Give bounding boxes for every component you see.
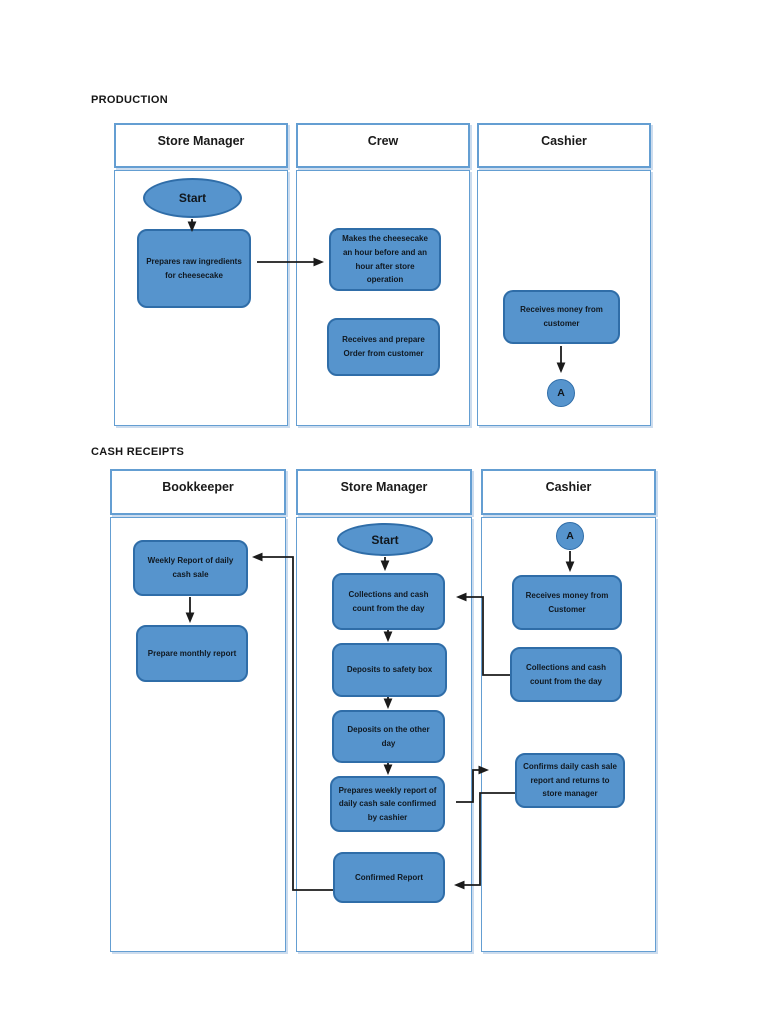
node-label: Deposits on the other day xyxy=(347,724,430,748)
node-label: A xyxy=(566,530,574,542)
lane-label: Cashier xyxy=(545,480,592,494)
production-node-receives-money: Receives money from customer xyxy=(503,290,620,344)
node-label: Confirms daily cash sale report and retu… xyxy=(523,762,617,799)
node-label: A xyxy=(557,387,565,399)
cr-node-collections-cashier: Collections and cash count from the day xyxy=(510,647,622,702)
node-label: Prepare monthly report xyxy=(147,648,237,658)
cr-node-prepare-monthly: Prepare monthly report xyxy=(136,625,248,682)
node-label: Prepares raw ingredients for cheesecake xyxy=(146,256,242,280)
production-node-receives-order: Receives and prepare Order from customer xyxy=(327,318,440,376)
production-offpage-connector-a: A xyxy=(547,379,575,407)
lane-label: Cashier xyxy=(541,134,587,148)
node-label: Deposits to safety box xyxy=(346,665,433,675)
lane-label: Bookkeeper xyxy=(162,480,234,494)
production-lane-body-crew xyxy=(296,170,470,426)
production-lane-header-cashier: Cashier xyxy=(477,123,651,168)
cr-node-weekly-report: Weekly Report of daily cash sale xyxy=(133,540,248,596)
production-node-prepares-raw: Prepares raw ingredients for cheesecake xyxy=(137,229,251,308)
cash-receipts-lane-header-store-manager: Store Manager xyxy=(296,469,472,515)
node-label: Start xyxy=(371,532,399,547)
cash-receipts-section-title: CASH RECEIPTS xyxy=(91,446,185,458)
lane-label: Store Manager xyxy=(157,134,245,148)
cr-start-terminator: Start xyxy=(337,523,433,556)
lane-label: Store Manager xyxy=(340,480,428,494)
lane-label: Crew xyxy=(367,134,399,148)
cr-node-deposits-safety: Deposits to safety box xyxy=(332,643,447,697)
cr-offpage-connector-a: A xyxy=(556,522,584,550)
production-lane-header-crew: Crew xyxy=(296,123,470,168)
cr-node-receives-money: Receives money from Customer xyxy=(512,575,622,630)
node-label: Receives and prepare Order from customer xyxy=(342,335,425,358)
production-section-title: PRODUCTION xyxy=(91,94,168,106)
production-start-terminator: Start xyxy=(143,178,242,218)
node-label: Weekly Report of daily cash sale xyxy=(147,556,234,579)
cash-receipts-lane-header-cashier: Cashier xyxy=(481,469,656,515)
cr-node-prepares-weekly: Prepares weekly report of daily cash sal… xyxy=(330,776,445,832)
production-node-makes-cheesecake: Makes the cheesecake an hour before and … xyxy=(329,228,441,291)
node-label: Receives money from customer xyxy=(520,305,603,328)
node-label: Makes the cheesecake an hour before and … xyxy=(342,234,428,285)
cr-node-confirmed-report: Confirmed Report xyxy=(333,852,445,903)
node-label: Receives money from Customer xyxy=(525,590,609,614)
node-label: Confirmed Report xyxy=(355,872,423,882)
node-label: Start xyxy=(178,191,207,205)
node-label: Collections and cash count from the day xyxy=(348,589,429,613)
cash-receipts-lane-header-bookkeeper: Bookkeeper xyxy=(110,469,286,515)
node-label: Collections and cash count from the day xyxy=(525,662,607,686)
cr-node-deposits-other: Deposits on the other day xyxy=(332,710,445,763)
production-lane-header-store-manager: Store Manager xyxy=(114,123,288,168)
cr-node-confirms-daily: Confirms daily cash sale report and retu… xyxy=(515,753,625,808)
cr-node-collections-sm: Collections and cash count from the day xyxy=(332,573,445,630)
node-label: Prepares weekly report of daily cash sal… xyxy=(338,785,437,822)
